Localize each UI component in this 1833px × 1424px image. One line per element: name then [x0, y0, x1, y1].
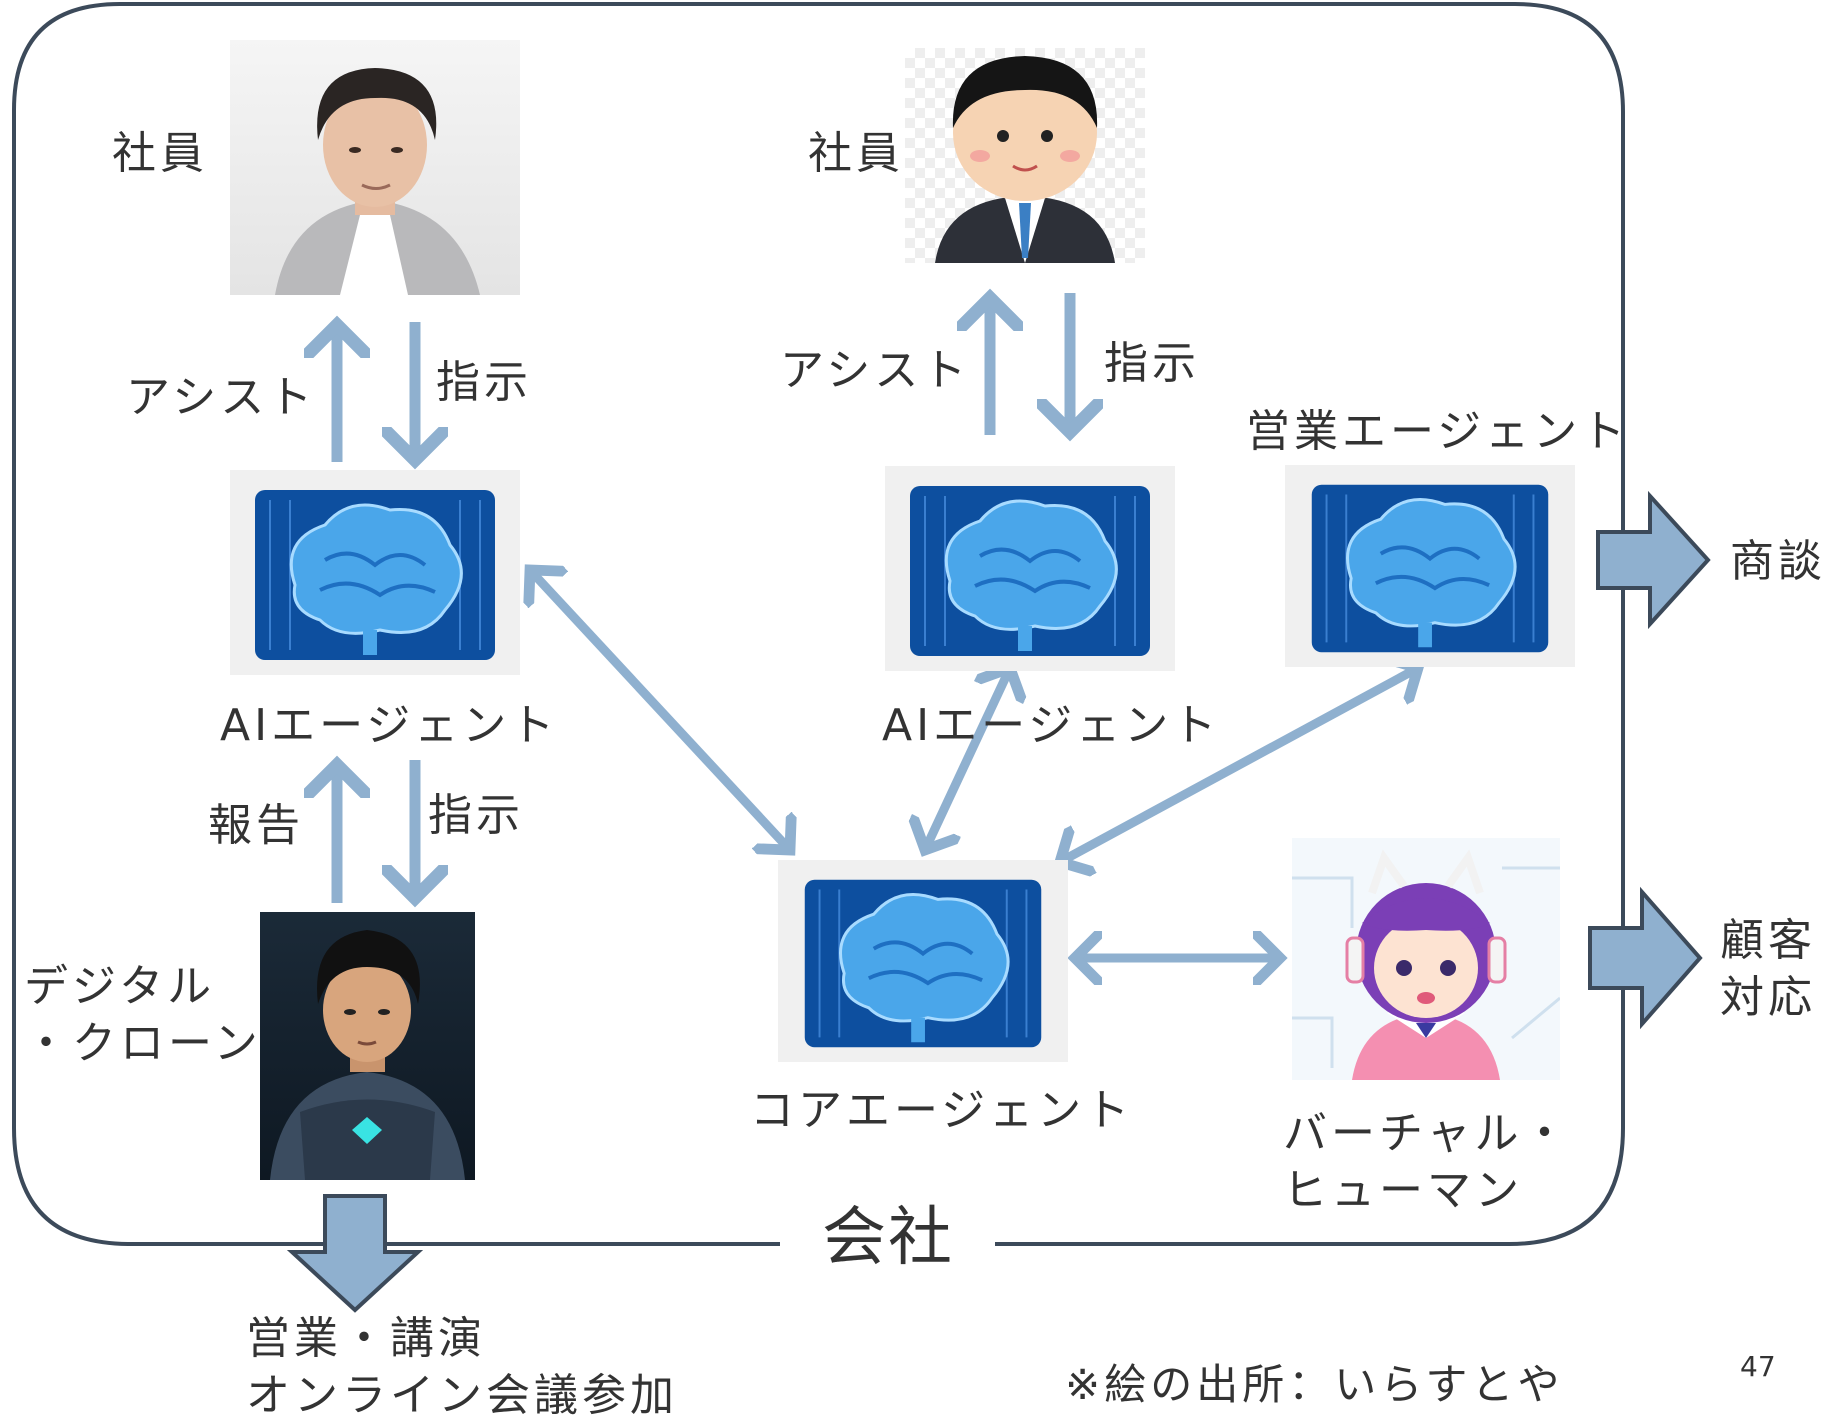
output-negotiation-label: 商談: [1730, 536, 1826, 587]
ai-agent-center-icon: [885, 466, 1175, 671]
virtual-human-label: バーチャル・ ヒューマン: [1283, 1105, 1571, 1219]
arrow-core-sales-agent: [1060, 668, 1418, 862]
core-agent-icon: [778, 860, 1068, 1062]
block-arrow-negotiation: [1596, 490, 1711, 630]
company-boundary: [12, 2, 1625, 1246]
edge-label-center-instruct: 指示: [1104, 338, 1200, 389]
output-customer-line2: 対応: [1720, 972, 1816, 1024]
sales-agent-icon: [1285, 465, 1575, 667]
image-credit: ※絵の出所：いらすとや: [1065, 1360, 1564, 1409]
employee-photo-label: 社員: [112, 128, 208, 179]
output-sales-label: 営業・講演 オンライン会議参加: [246, 1310, 678, 1424]
core-agent-label: コアエージェント: [750, 1085, 1134, 1136]
ai-agent-left-icon: [230, 470, 520, 675]
digital-clone-label: デジタル ・クローン: [24, 958, 262, 1072]
virtual-human-label-line1: バーチャル・: [1283, 1108, 1571, 1159]
edge-label-clone-instruct: 指示: [428, 790, 524, 841]
edge-label-clone-report: 報告: [208, 800, 304, 851]
employee-illustration-label: 社員: [808, 128, 904, 179]
employee-illustration: [905, 48, 1145, 263]
edge-label-left-assist: アシスト: [126, 372, 317, 423]
digital-clone-image: [260, 912, 475, 1180]
arrow-core-center-agent: [925, 668, 1010, 850]
output-sales-line2: オンライン会議参加: [246, 1370, 678, 1422]
company-label: 会社: [822, 1201, 954, 1275]
employee-photo: [230, 40, 520, 295]
virtual-human-label-line2: ヒューマン: [1283, 1165, 1523, 1217]
ai-agent-left-label: AIエージェント: [220, 700, 559, 751]
sales-agent-label: 営業エージェント: [1246, 406, 1630, 457]
digital-clone-label-line1: デジタル: [24, 961, 216, 1012]
ai-agent-center-label: AIエージェント: [882, 700, 1221, 751]
page-number: 47: [1740, 1350, 1776, 1383]
edge-label-left-instruct: 指示: [436, 357, 532, 408]
digital-clone-label-line2: ・クローン: [24, 1018, 262, 1070]
output-customer-line1: 顧客: [1720, 915, 1816, 966]
block-arrow-customer: [1588, 886, 1703, 1030]
virtual-human-image: [1292, 838, 1560, 1080]
output-customer-label: 顧客 対応: [1720, 912, 1816, 1026]
edge-label-center-assist: アシスト: [780, 345, 971, 396]
arrow-core-left-agent: [530, 570, 790, 850]
output-sales-line1: 営業・講演: [246, 1313, 486, 1364]
block-arrow-sales: [286, 1194, 424, 1313]
